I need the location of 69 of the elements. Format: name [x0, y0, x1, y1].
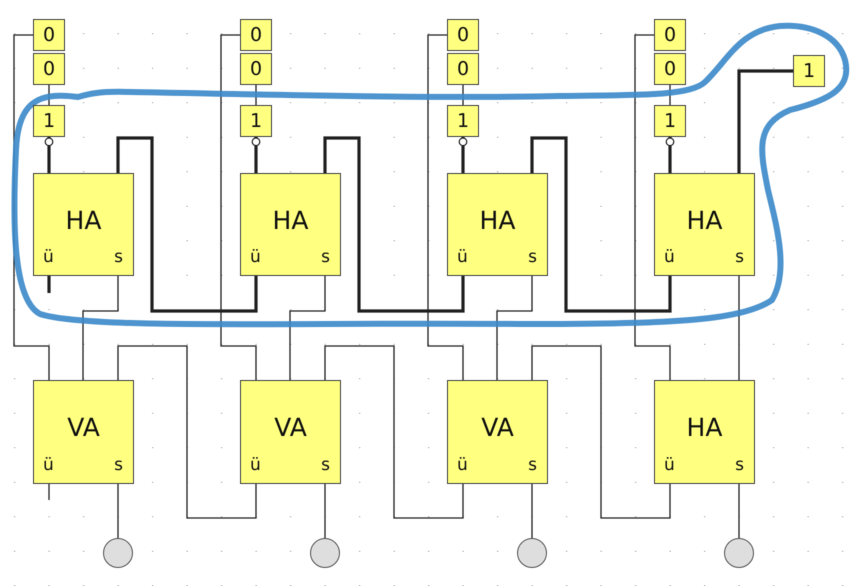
value-box: 0 — [447, 19, 479, 51]
value-box: 0 — [447, 53, 479, 85]
port-label: s — [114, 457, 123, 474]
wire — [116, 136, 258, 313]
inverter-box: 1 — [240, 105, 272, 137]
wire — [531, 484, 533, 538]
port-label: ü — [43, 249, 54, 266]
block-label: HA — [272, 208, 310, 233]
adder-block — [240, 380, 341, 484]
adder-block — [654, 173, 755, 276]
value-box: 0 — [33, 19, 65, 51]
value-box: 0 — [240, 53, 272, 85]
adder-block — [447, 173, 548, 276]
block-label: HA — [64, 208, 102, 233]
wire — [738, 484, 740, 538]
block-label: HA — [686, 415, 724, 440]
value-box: 0 — [33, 53, 65, 85]
wire — [496, 276, 533, 380]
wire — [289, 276, 326, 380]
wire — [427, 34, 464, 380]
port-label: ü — [457, 249, 468, 266]
port-label: s — [321, 457, 330, 474]
value-box: 1 — [793, 55, 825, 87]
wire — [82, 276, 119, 380]
inverter-box: 1 — [654, 105, 686, 137]
block-label: HA — [478, 208, 516, 233]
port-label: ü — [457, 457, 468, 474]
wire — [737, 69, 793, 173]
port-label: s — [735, 249, 744, 266]
wire — [666, 137, 674, 173]
block-label: VA — [273, 415, 308, 440]
wire — [324, 345, 464, 519]
wire — [634, 34, 671, 380]
port-label: s — [528, 457, 537, 474]
port-label: ü — [250, 457, 261, 474]
wire — [220, 34, 257, 380]
adder-block — [654, 380, 755, 484]
adder-block — [240, 173, 341, 276]
wire — [47, 276, 51, 293]
wire — [530, 136, 672, 313]
wire — [531, 345, 671, 519]
inverter-box: 1 — [33, 105, 65, 137]
port-label: ü — [43, 457, 54, 474]
value-box: 0 — [240, 19, 272, 51]
port-label: ü — [250, 249, 261, 266]
wire — [324, 484, 326, 538]
wire — [44, 137, 54, 173]
block-label: VA — [480, 415, 515, 440]
port-label: ü — [664, 457, 675, 474]
wire — [117, 484, 119, 538]
block-label: VA — [66, 415, 101, 440]
wire — [252, 137, 260, 173]
value-box: 0 — [654, 19, 686, 51]
inverter-box: 1 — [447, 105, 479, 137]
wire — [738, 276, 740, 380]
port-label: s — [528, 249, 537, 266]
port-label: ü — [664, 249, 675, 266]
adder-block — [33, 380, 134, 484]
port-label: s — [114, 249, 123, 266]
wire — [48, 484, 50, 500]
wire — [458, 137, 468, 173]
port-label: s — [321, 249, 330, 266]
port-label: s — [735, 457, 744, 474]
wire — [117, 345, 257, 519]
adder-block — [33, 173, 134, 276]
wire — [323, 136, 465, 313]
block-label: HA — [686, 208, 724, 233]
adder-block — [447, 380, 548, 484]
value-box: 0 — [654, 53, 686, 85]
